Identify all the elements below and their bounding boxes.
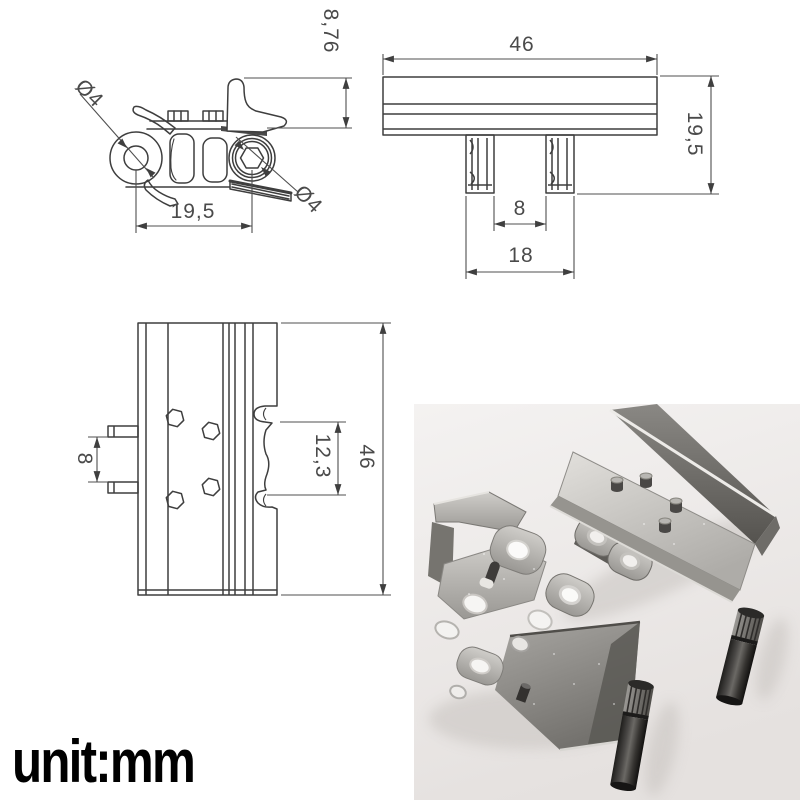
- dim-front-width: 46: [509, 33, 535, 56]
- top-view: [107, 322, 278, 596]
- front-view-dimensions: [382, 54, 719, 279]
- front-view: [382, 76, 658, 194]
- top-view-dimensions: [88, 322, 391, 596]
- product-photo: [414, 404, 800, 800]
- unit-label: unit:mm: [12, 727, 196, 796]
- photo-pin-right: [716, 607, 765, 706]
- photo-channel-piece: [549, 404, 780, 603]
- side-view-dimensions: [79, 77, 352, 233]
- dim-front-height: 19,5: [683, 111, 706, 157]
- dim-side-horn-height: 8,76: [319, 8, 342, 54]
- dim-side-pitch: 19,5: [170, 200, 216, 223]
- dim-top-tab-gap: 8: [73, 452, 96, 466]
- photo-studs: [610, 472, 683, 533]
- dim-front-leg-span: 18: [508, 244, 534, 267]
- photo-pin-center: [610, 680, 654, 791]
- dim-front-leg-gap: 8: [513, 197, 527, 220]
- dim-top-clip-gap: 12,3: [311, 433, 334, 479]
- side-view: [109, 78, 293, 207]
- dim-top-length: 46: [355, 444, 378, 470]
